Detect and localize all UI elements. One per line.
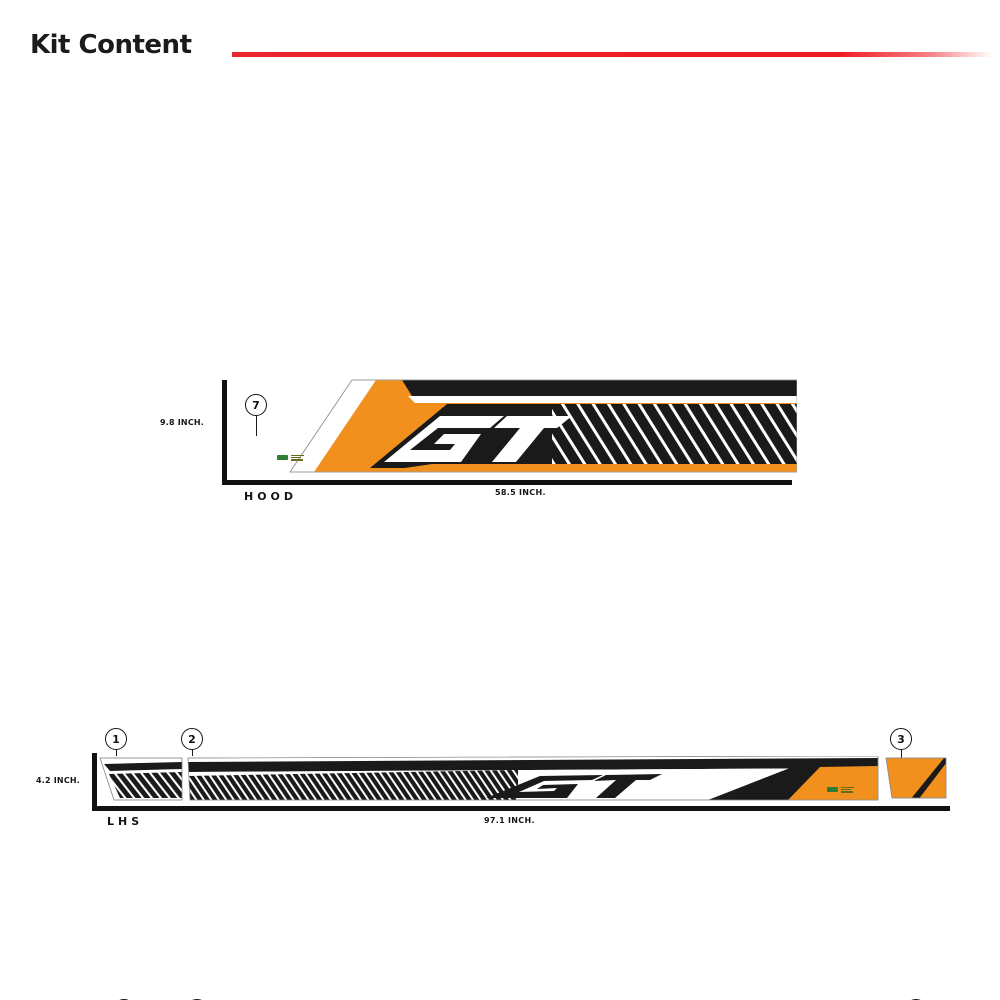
hood-width-bar xyxy=(222,480,792,485)
callout-2[interactable]: 2 xyxy=(181,728,203,750)
section-rhs: 4.2 INCH. 97.1 INCH. RHS 6 5 4 xyxy=(0,495,1000,1000)
lhs-decal-graphic xyxy=(94,756,950,806)
section-lhs: 4.2 INCH. 97.1 INCH. LHS 1 2 3 xyxy=(0,360,1000,828)
callout-7[interactable]: 7 xyxy=(245,394,267,416)
callout-3[interactable]: 3 xyxy=(890,728,912,750)
hood-width-dimension: 58.5 INCH. xyxy=(495,488,546,497)
page-header: Kit Content xyxy=(0,30,1000,80)
callout-3-number: 3 xyxy=(897,732,905,746)
page-title: Kit Content xyxy=(30,30,192,60)
lhs-section-label: LHS xyxy=(107,815,144,828)
callout-1-stem xyxy=(116,750,118,756)
lhs-width-bar xyxy=(92,806,950,811)
callout-2-number: 2 xyxy=(188,732,196,746)
callout-7-number: 7 xyxy=(252,398,260,412)
lhs-width-dimension: 97.1 INCH. xyxy=(484,816,535,825)
callout-1[interactable]: 1 xyxy=(105,728,127,750)
header-red-rule xyxy=(232,52,992,57)
callout-7-stem xyxy=(256,416,258,436)
hood-height-bar xyxy=(222,380,227,480)
section-hood: 9.8 INCH. 58.5 INCH. HOOD 7 xyxy=(0,180,1000,503)
callout-3-stem xyxy=(901,750,903,760)
lhs-height-bar xyxy=(92,753,97,806)
hood-section-label: HOOD xyxy=(244,490,298,503)
callout-2-stem xyxy=(192,750,194,756)
lhs-decal-svg xyxy=(99,756,947,801)
hood-brand-chip-icon xyxy=(277,455,304,461)
hood-height-dimension: 9.8 INCH. xyxy=(160,418,205,427)
lhs-brand-chip-icon xyxy=(827,787,854,793)
callout-1-number: 1 xyxy=(112,732,120,746)
hood-decal-svg xyxy=(289,379,797,473)
section-bonnet: 9.1 INCH. 59.6 INCH. BONNET 10 9 8 xyxy=(0,690,1000,850)
hood-decal-graphic xyxy=(252,376,797,478)
lhs-height-dimension: 4.2 INCH. xyxy=(36,776,81,785)
